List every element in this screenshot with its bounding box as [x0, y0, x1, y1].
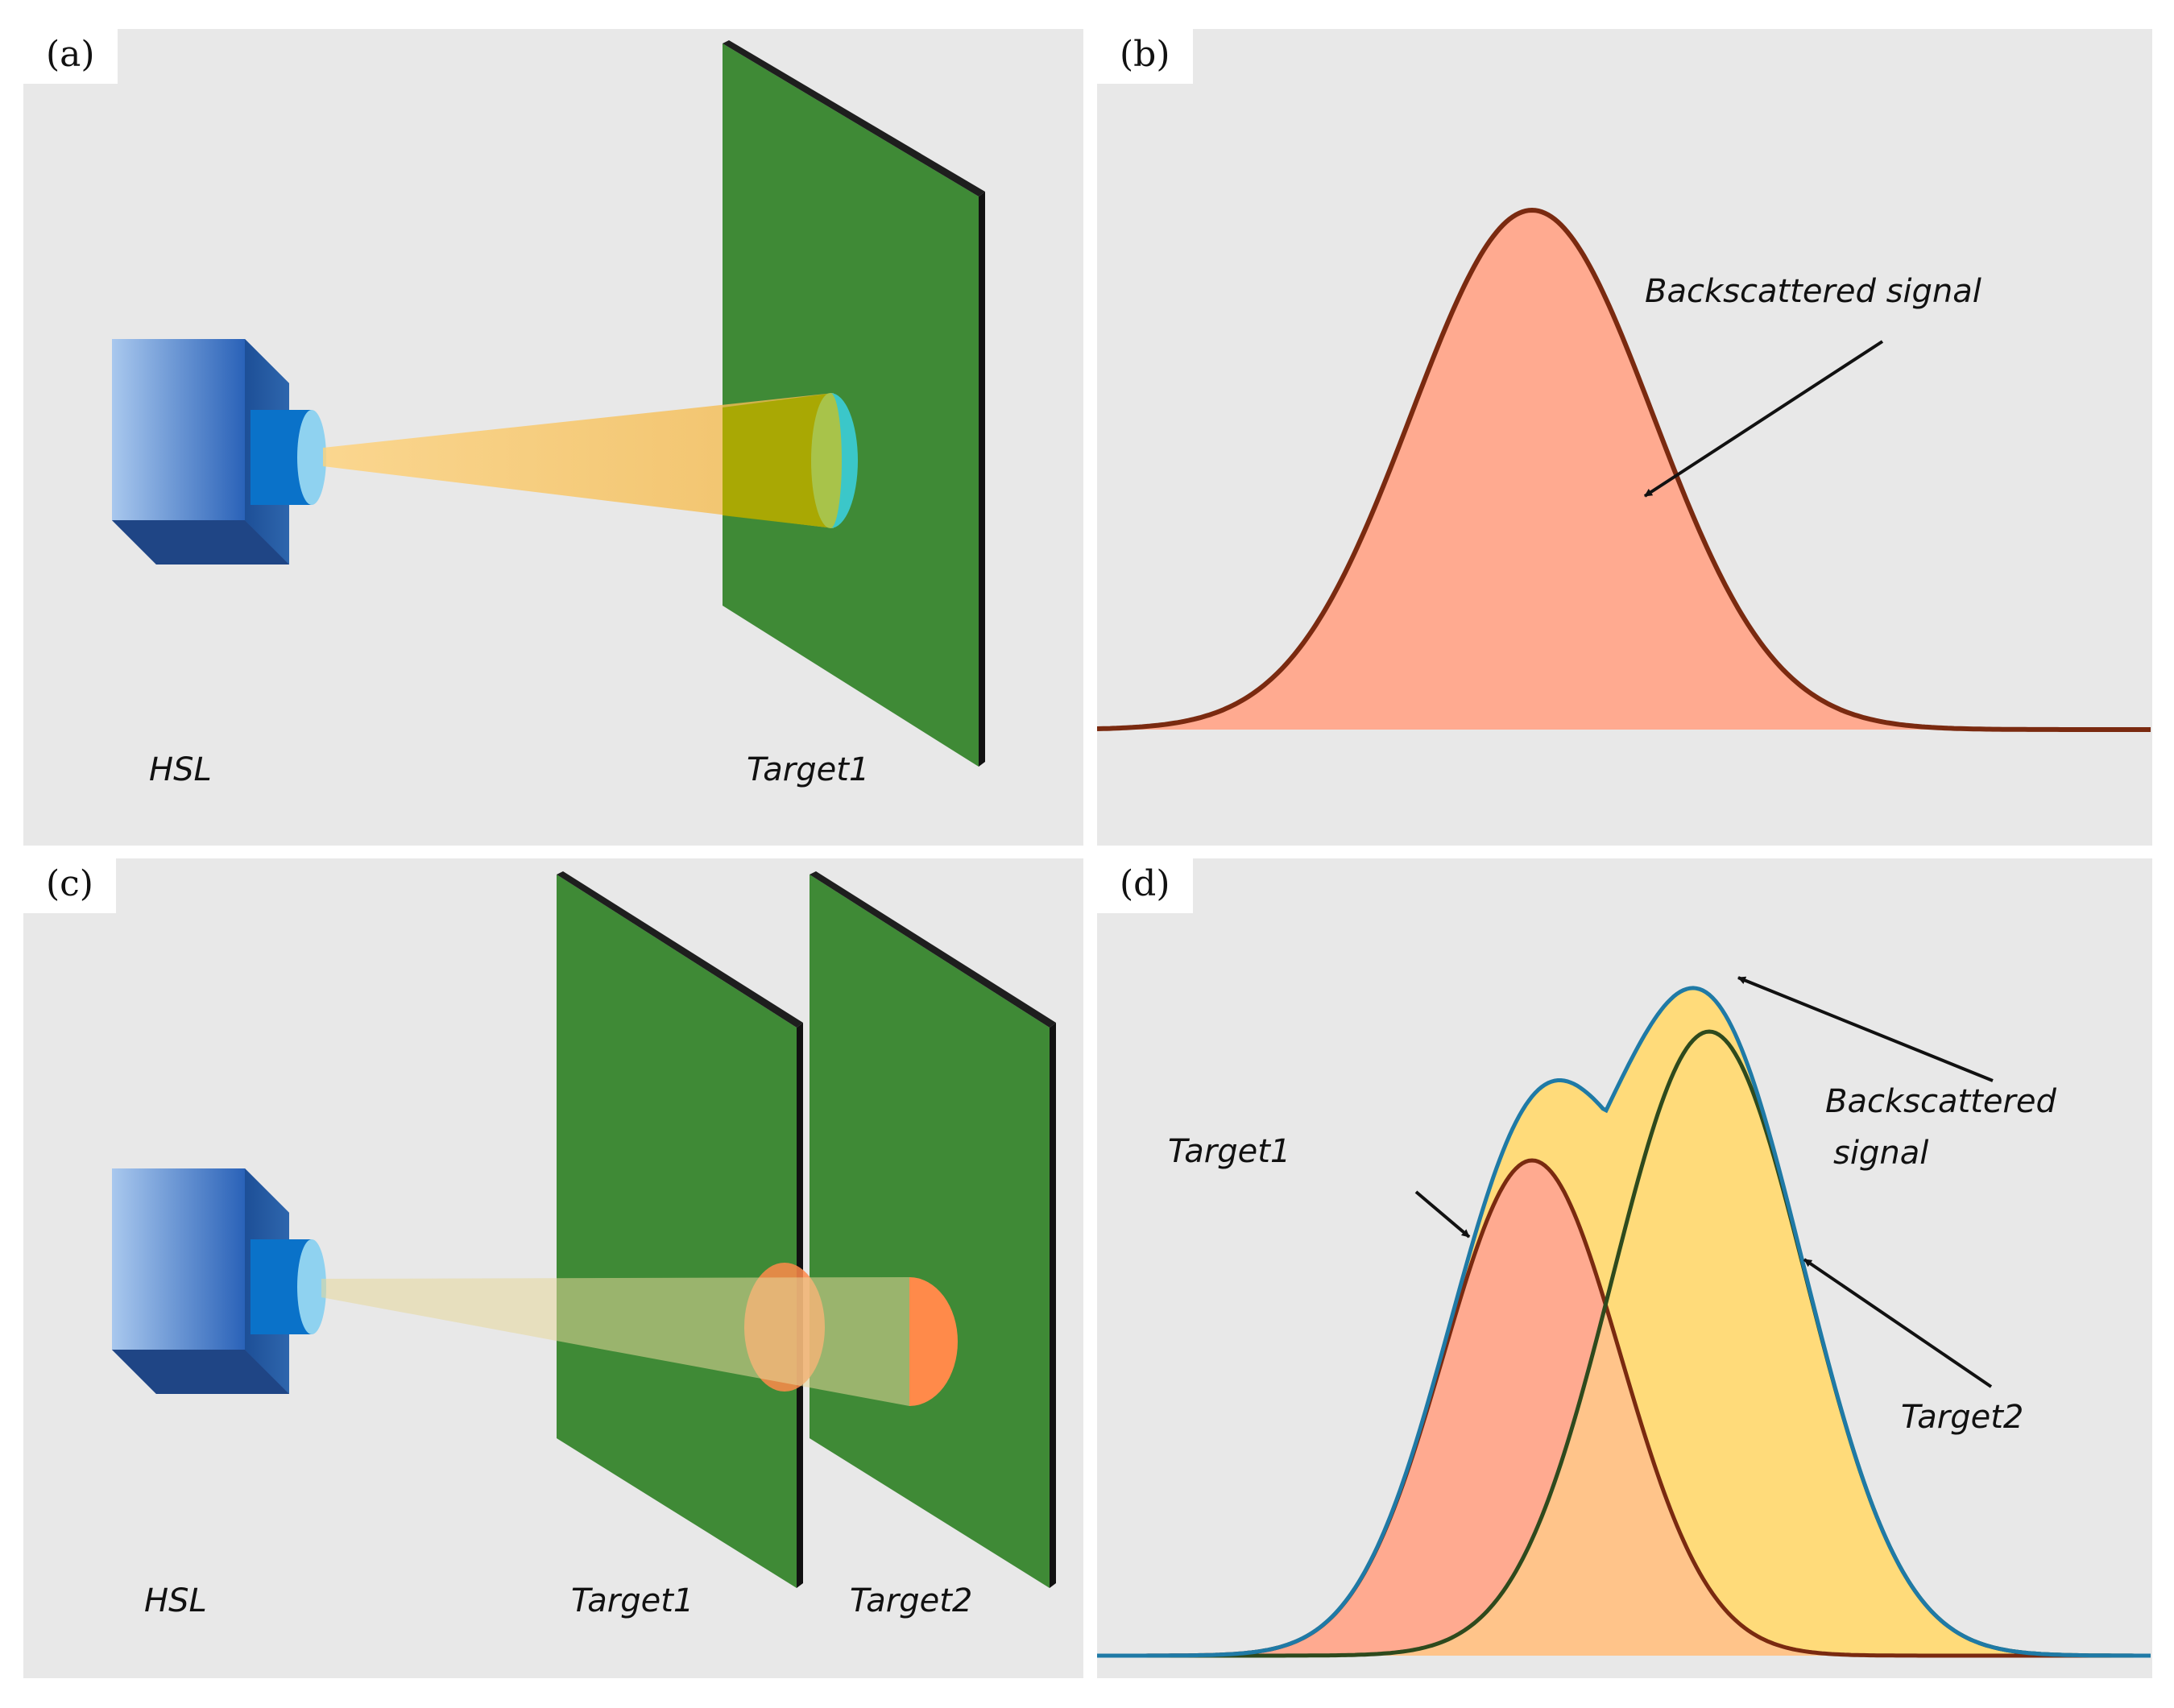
backscattered-signal-label: Backscattered signal — [1645, 273, 1981, 310]
target1-label-c: Target1 — [571, 1582, 694, 1619]
laser-beam — [323, 393, 834, 528]
target1-arrow-d — [1414, 1190, 1471, 1239]
panel-b-plot — [1097, 207, 2151, 732]
hsl-camera — [112, 339, 326, 565]
beam-on-target — [723, 393, 834, 528]
beam-spot-left — [811, 393, 850, 528]
panel-d-two-return-signals: (d) Backscattered signal Target1 Target2 — [1097, 858, 2152, 1678]
panel-d-tag: (d) — [1097, 858, 1193, 913]
target1-plate-c — [557, 871, 803, 1588]
panel-a-tag: (a) — [23, 29, 118, 84]
panel-c-two-target-setup: (c) HSL Target1 Target2 — [23, 858, 1083, 1678]
target2-label-d: Target2 — [1901, 1399, 2024, 1436]
combined-signal-envelope — [1097, 986, 2151, 1658]
backscattered-label-line2: signal — [1833, 1135, 1929, 1172]
hsl-label: HSL — [149, 751, 212, 788]
target2-spot — [909, 1277, 958, 1406]
overlap-fill — [1097, 1306, 2151, 1656]
target2-label-c: Target2 — [850, 1582, 973, 1619]
target1-label-d: Target1 — [1168, 1133, 1291, 1170]
backscattered-signal-fill — [1097, 210, 2151, 730]
target1-plate — [723, 40, 985, 767]
panel-d-plot — [1097, 976, 2151, 1658]
backscattered-arrow-d — [1737, 976, 1994, 1082]
camera-lens — [297, 410, 326, 505]
backscattered-signal-curve — [1097, 207, 2151, 732]
beam-spot-cyan — [830, 393, 858, 528]
backscattered-label-line1: Backscattered — [1825, 1083, 2056, 1120]
panel-c-drawing — [112, 871, 1056, 1588]
panel-b-single-return-signal: (b) Backscattered signal — [1097, 29, 2152, 846]
camera-front-face — [112, 339, 245, 520]
panel-a-drawing — [112, 40, 985, 767]
hsl-camera-c — [112, 1168, 326, 1394]
laser-beam-c — [321, 1277, 909, 1406]
hsl-label-c: HSL — [144, 1582, 207, 1619]
panel-c-tag: (c) — [23, 858, 116, 913]
target2-arrow-d — [1803, 1258, 1993, 1388]
panel-b-tag: (b) — [1097, 29, 1193, 84]
target2-plate-c — [810, 871, 1056, 1588]
panel-a-single-target-setup: (a) HSL Target1 — [23, 29, 1083, 846]
backscattered-signal-arrow — [1643, 340, 1884, 498]
target1-label: Target1 — [747, 751, 870, 788]
combined-signal-fill — [1097, 987, 2151, 1656]
camera-bottom-face — [112, 520, 289, 565]
